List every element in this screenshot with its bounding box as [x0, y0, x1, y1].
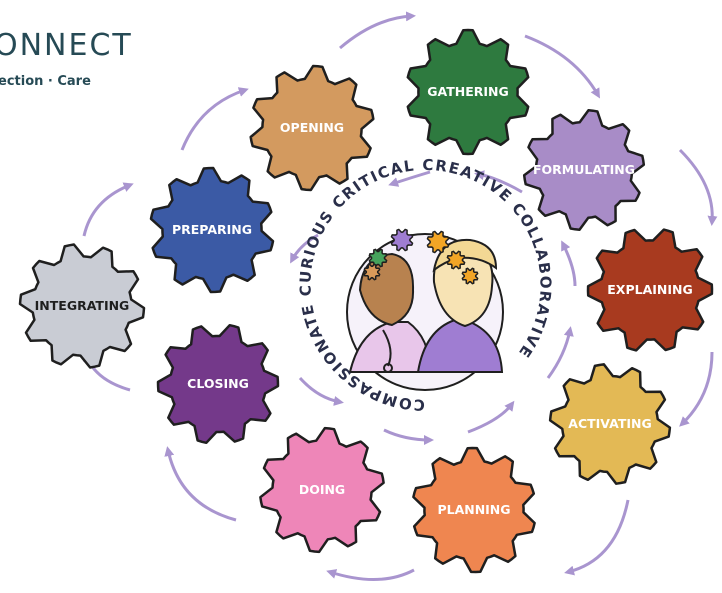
mini-gear: [426, 230, 450, 254]
inner-arrow: [467, 400, 515, 434]
gear-shape: [249, 64, 375, 192]
inner-arrow: [388, 170, 431, 187]
gear-label: EXPLAINING: [607, 282, 692, 297]
outer-arrow: [678, 148, 718, 226]
outer-arrow: [180, 87, 249, 151]
brand-title: ONNECT: [0, 28, 133, 63]
gear-shape: [259, 426, 385, 554]
outer-arrow: [564, 499, 630, 576]
gear-label: GATHERING: [427, 84, 509, 99]
gear-label: CLOSING: [187, 376, 249, 391]
inner-arrow: [546, 326, 574, 379]
gear-explaining: EXPLAINING: [586, 228, 714, 352]
gear-label: OPENING: [280, 120, 344, 135]
gear-shape: [18, 243, 146, 369]
gear-opening: OPENING: [249, 64, 375, 192]
gear-label: PREPARING: [172, 222, 252, 237]
gear-planning: PLANNING: [412, 446, 536, 574]
gear-shape: [586, 228, 714, 352]
mini-gear: [390, 228, 414, 252]
outer-arrow: [326, 568, 415, 581]
mini-gear: [368, 248, 388, 268]
gear-closing: CLOSING: [156, 323, 280, 445]
outer-arrow: [339, 11, 416, 50]
gear-preparing: PREPARING: [149, 166, 275, 294]
gear-shape: [412, 446, 536, 574]
gear-gathering: GATHERING: [406, 28, 530, 156]
mini-gear: [461, 267, 479, 285]
mini-gear: [363, 263, 381, 281]
mini-gear: [446, 250, 466, 270]
gear-formulating: FORMULATING: [522, 108, 646, 232]
outer-arrow: [82, 182, 134, 237]
center-illustration: [346, 233, 504, 391]
inner-arrow: [474, 170, 523, 194]
gear-label: FORMULATING: [533, 162, 635, 177]
gear-shape: [406, 28, 530, 156]
gear-shape: [149, 166, 275, 294]
gear-label: INTEGRATING: [35, 298, 130, 313]
outer-arrow: [524, 34, 600, 99]
gear-label: DOING: [299, 482, 345, 497]
gear-integrating: INTEGRATING: [18, 243, 146, 369]
outer-arrow: [679, 351, 714, 427]
inner-arrow: [561, 240, 577, 287]
gear-label: ACTIVATING: [568, 416, 651, 431]
inner-arrow: [290, 233, 319, 264]
gear-shape: [548, 363, 672, 485]
gear-shape: [156, 323, 280, 445]
outer-arrow: [164, 446, 237, 522]
gear-doing: DOING: [259, 426, 385, 554]
brand-subtitle: ection · Care: [0, 74, 91, 89]
inner-arrow: [298, 376, 344, 406]
mini-gears: [363, 228, 479, 285]
gear-shape: [522, 108, 646, 232]
gear-label: PLANNING: [437, 502, 510, 517]
inner-arrow: [383, 428, 434, 445]
center-emblem: COMPASSIONATE CURIOUS CRITICAL CREATIVE …: [296, 156, 553, 414]
gear-activating: ACTIVATING: [548, 363, 672, 485]
gears-layer: GATHERING FORMULATING EXPLAINING ACTIVATING…: [18, 28, 714, 574]
